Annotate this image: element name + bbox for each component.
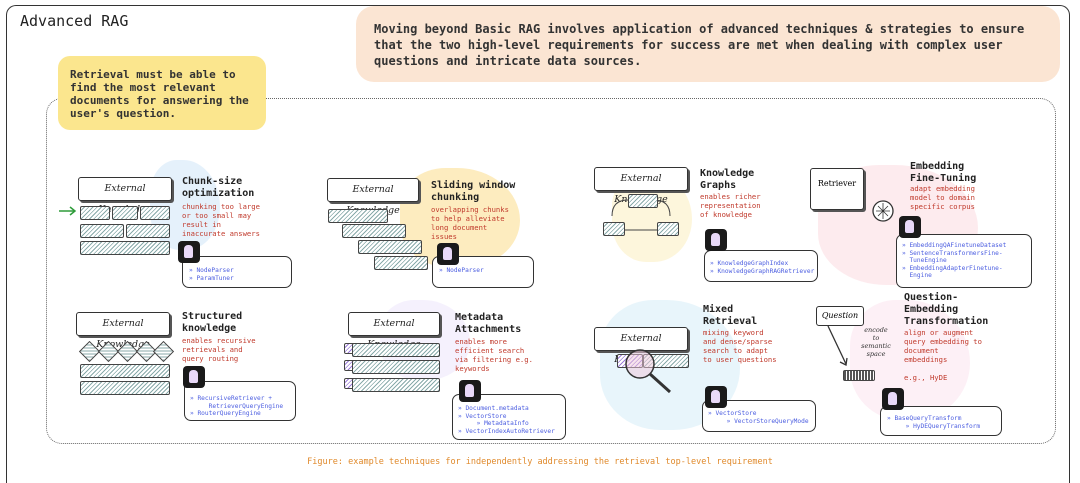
figure-caption: Figure: example techniques for independe… [307, 457, 773, 467]
chunk [352, 360, 440, 374]
llama-icon [183, 366, 205, 388]
encode-arrow-icon [827, 325, 848, 366]
requirement-note: Retrieval must be able to find the most … [58, 56, 266, 130]
retriever-box: Retriever [810, 168, 864, 210]
chunk [352, 378, 440, 392]
chunk [140, 206, 170, 220]
encode-label: encode to semantic space [861, 326, 891, 358]
chunk [358, 240, 422, 254]
chunk [112, 206, 138, 220]
techniques-region [46, 98, 1056, 444]
llama-icon [459, 380, 481, 402]
code-box: » VectorStore » VectorStoreQueryMode [702, 400, 816, 432]
technique-desc: enables richer representation of knowled… [700, 192, 761, 219]
technique-title: Structured knowledge [182, 311, 243, 334]
external-knowledge-box: External Knowledge [594, 167, 688, 205]
external-knowledge-box: External Knowledge [327, 178, 419, 216]
chunk [352, 343, 440, 357]
external-knowledge-box: External Knowledge [76, 312, 170, 350]
slide-frame [6, 5, 1070, 483]
code-box: » BaseQueryTransform » HyDEQueryTransfor… [880, 406, 1002, 436]
llama-icon [437, 243, 459, 265]
technique-desc: align or augment query embedding to docu… [904, 328, 982, 382]
technique-desc: overlapping chunks to help alleviate lon… [431, 205, 509, 241]
graph-node [657, 222, 679, 236]
chunk [80, 381, 170, 395]
technique-title: Knowledge Graphs [700, 168, 755, 191]
technique-desc: enables recursive retrievals and query r… [182, 336, 256, 363]
chunk [80, 206, 110, 220]
code-box: » KnowledgeGraphIndex» KnowledgeGraphRAG… [704, 250, 818, 282]
technique-title: Chunk-size optimization [182, 176, 255, 199]
external-knowledge-box: External Knowledge [348, 312, 440, 350]
chunk [80, 224, 124, 238]
technique-title: Sliding window chunking [431, 180, 516, 203]
technique-title: Question-Embedding Transformation [904, 292, 989, 327]
chunk [374, 256, 428, 270]
external-knowledge-box: External Knowledge [78, 177, 172, 215]
llama-icon [899, 216, 921, 238]
llama-icon [882, 388, 904, 410]
technique-title: Embedding Fine-Tuning [910, 161, 977, 184]
pink-blob [850, 300, 970, 420]
llama-icon [178, 241, 200, 263]
llama-icon [705, 386, 727, 408]
technique-desc: enables more efficient search via filter… [455, 337, 533, 373]
brain-icon [872, 200, 894, 222]
code-box: » NodeParser» ParamTuner [182, 256, 292, 288]
graph-node [603, 222, 625, 236]
technique-title: Metadata Attachments [455, 312, 522, 335]
code-box: » EmbeddingQAFinetuneDataset» SentenceTr… [896, 234, 1032, 288]
magnifier-icon [625, 349, 672, 394]
page-title: Advanced RAG [20, 12, 129, 30]
technique-desc: chunking too large or too small may resu… [182, 202, 260, 238]
query-embedding [843, 370, 875, 381]
intro-note: Moving beyond Basic RAG involves applica… [356, 6, 1060, 82]
chunk [80, 241, 170, 255]
chunk [328, 209, 388, 223]
chunk [126, 224, 170, 238]
technique-desc: adapt embedding model to domain specific… [910, 184, 975, 211]
code-box: » Document.metadata» VectorStore » Metad… [452, 394, 566, 440]
chunk [342, 224, 406, 238]
technique-title: Mixed Retrieval [703, 304, 758, 327]
question-box: Question [816, 306, 864, 326]
arrow-icon [59, 206, 77, 216]
llama-icon [705, 229, 727, 251]
graph-node [628, 194, 658, 208]
code-box: » RecursiveRetriever + RetrieverQueryEng… [184, 381, 296, 421]
technique-desc: mixing keyword and dense/sparse search t… [703, 328, 777, 364]
chunk [80, 364, 170, 378]
